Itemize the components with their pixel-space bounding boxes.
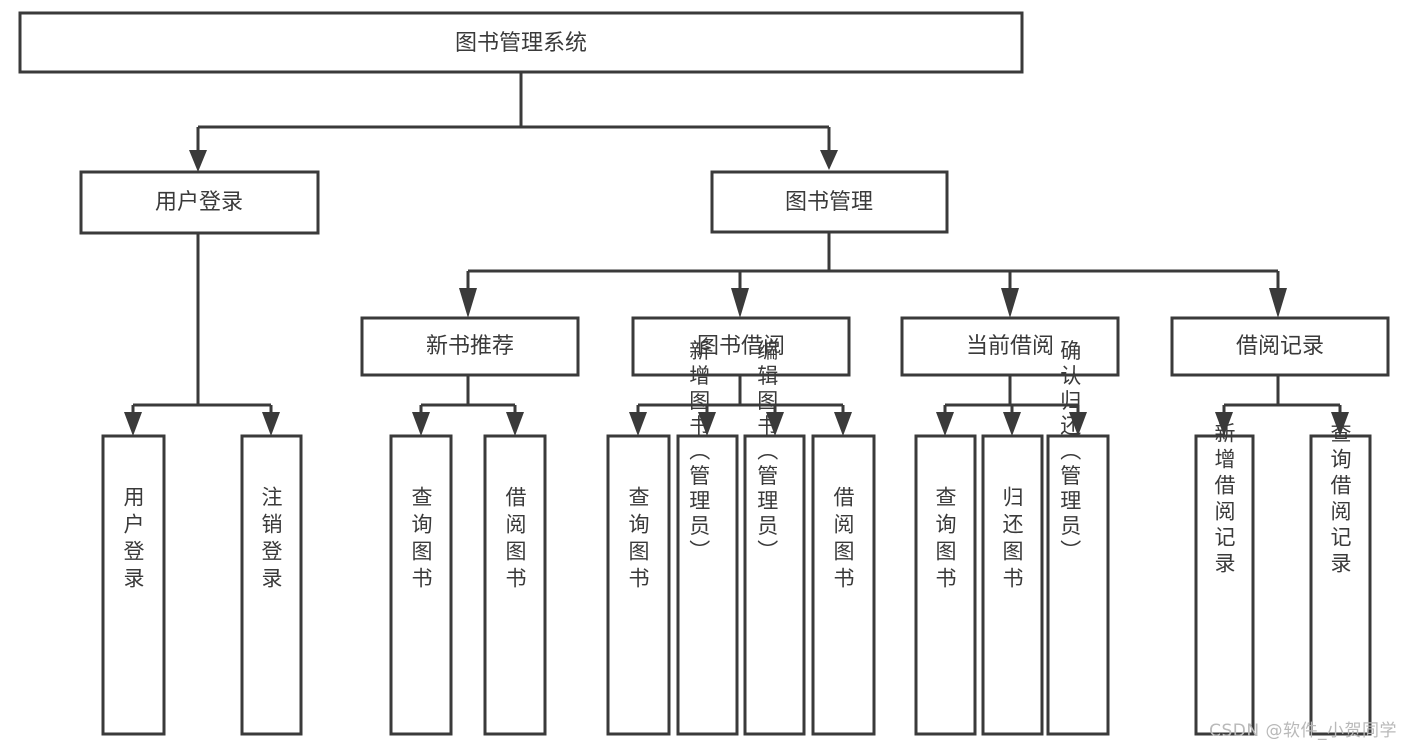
- leaf-borrow-book-borrow[interactable]: 借阅图书: [811, 434, 876, 736]
- arrow-leaf-add-book: [698, 412, 716, 436]
- arrow-leaf-borrow-book-1: [506, 412, 524, 436]
- leaf-borrow-book-newbook-label: 借阅图书: [503, 486, 527, 594]
- arrow-leaf-confirm-return: [1069, 412, 1087, 436]
- leaf-add-borrow-record-label: 新增借阅记录: [1212, 422, 1236, 578]
- leaf-logout-box[interactable]: [240, 434, 303, 736]
- arrow-to-current-borrow: [1001, 288, 1019, 318]
- arrow-leaf-query-book-3: [936, 412, 954, 436]
- arrow-leaf-borrow-book-2: [834, 412, 852, 436]
- node-user-login-label: 用户登录: [155, 190, 243, 215]
- arrow-leaf-logout: [262, 412, 280, 436]
- csdn-watermark: CSDN @软件_小贺同学: [1209, 721, 1397, 741]
- leaf-add-book-box[interactable]: [676, 434, 739, 736]
- leaf-confirm-return-box[interactable]: [1046, 434, 1110, 736]
- leaf-query-book-current[interactable]: 查询图书: [914, 434, 977, 736]
- arrow-to-book-mgmt: [820, 150, 838, 170]
- node-book-management[interactable]: 图书管理: [710, 170, 949, 234]
- leaf-return-book-box[interactable]: [981, 434, 1044, 736]
- node-book-management-box[interactable]: [710, 170, 949, 234]
- node-root-box[interactable]: [18, 11, 1024, 74]
- leaf-borrow-book-newbook-box[interactable]: [483, 434, 547, 736]
- node-root-label: 图书管理系统: [455, 31, 587, 56]
- arrow-leaf-user-login: [124, 412, 142, 436]
- leaf-query-book-current-box[interactable]: [914, 434, 977, 736]
- leaf-user-login-label: 用户登录: [121, 486, 145, 594]
- arrow-leaf-query-record: [1331, 412, 1349, 436]
- leaf-query-borrow-record-label: 查询借阅记录: [1328, 422, 1352, 578]
- leaf-query-book-borrow[interactable]: 查询图书: [606, 434, 671, 736]
- leaf-borrow-book-borrow-label: 借阅图书: [831, 486, 855, 594]
- node-current-borrow-box[interactable]: [900, 316, 1120, 377]
- leaf-logout[interactable]: 注销登录: [240, 434, 303, 736]
- leaf-borrow-book-borrow-box[interactable]: [811, 434, 876, 736]
- node-borrow-record-box[interactable]: [1170, 316, 1390, 377]
- leaf-add-book[interactable]: 新增图书（管理员）: [676, 340, 739, 736]
- arrow-leaf-add-record: [1215, 412, 1233, 436]
- node-book-management-label: 图书管理: [785, 190, 873, 215]
- node-book-borrow[interactable]: 图书借阅: [631, 316, 851, 377]
- node-user-login-box[interactable]: [79, 170, 320, 235]
- arrow-leaf-query-book-2: [629, 412, 647, 436]
- leaf-query-book-newbook-label: 查询图书: [409, 486, 433, 594]
- leaf-query-borrow-record[interactable]: 查询借阅记录: [1309, 422, 1372, 736]
- leaf-edit-book-box[interactable]: [743, 434, 806, 736]
- arrow-leaf-query-book-1: [412, 412, 430, 436]
- leaf-add-borrow-record-box[interactable]: [1194, 434, 1255, 736]
- leaf-query-book-newbook-box[interactable]: [389, 434, 453, 736]
- leaf-user-login-box[interactable]: [101, 434, 166, 736]
- node-new-book-recommend[interactable]: 新书推荐: [360, 316, 580, 377]
- arrow-to-user-login: [189, 150, 207, 172]
- leaf-confirm-return-label: 确认归还（管理员）: [1058, 340, 1082, 565]
- arrow-to-new-book: [459, 288, 477, 318]
- node-current-borrow-label: 当前借阅: [966, 334, 1054, 359]
- leaf-confirm-return[interactable]: 确认归还（管理员）: [1046, 340, 1110, 736]
- leaf-edit-book[interactable]: 编辑图书（管理员）: [743, 340, 806, 736]
- node-new-book-recommend-label: 新书推荐: [426, 334, 514, 359]
- leaf-query-book-current-label: 查询图书: [933, 486, 957, 594]
- leaf-add-book-label: 新增图书（管理员）: [687, 340, 711, 565]
- leaf-return-book[interactable]: 归还图书: [981, 434, 1044, 736]
- node-current-borrow[interactable]: 当前借阅: [900, 316, 1120, 377]
- arrow-leaf-edit-book: [766, 412, 784, 436]
- leaf-query-book-borrow-label: 查询图书: [626, 486, 650, 594]
- arrow-to-borrow-record: [1269, 288, 1287, 318]
- node-book-borrow-box[interactable]: [631, 316, 851, 377]
- leaf-add-borrow-record[interactable]: 新增借阅记录: [1194, 422, 1255, 736]
- leaf-logout-label: 注销登录: [259, 486, 283, 594]
- arrow-leaf-return-book: [1003, 412, 1021, 436]
- node-book-borrow-label: 图书借阅: [697, 334, 785, 359]
- leaf-return-book-label: 归还图书: [1000, 486, 1024, 594]
- connector-layer: [124, 72, 1349, 436]
- node-root-system[interactable]: 图书管理系统: [18, 11, 1024, 74]
- node-borrow-record-label: 借阅记录: [1236, 334, 1324, 359]
- leaf-edit-book-label: 编辑图书（管理员）: [755, 340, 779, 565]
- node-new-book-recommend-box[interactable]: [360, 316, 580, 377]
- node-borrow-record[interactable]: 借阅记录: [1170, 316, 1390, 377]
- leaf-borrow-book-newbook[interactable]: 借阅图书: [483, 434, 547, 736]
- leaf-query-borrow-record-box[interactable]: [1309, 434, 1372, 736]
- leaf-user-login[interactable]: 用户登录: [101, 434, 166, 736]
- node-user-login[interactable]: 用户登录: [79, 170, 320, 235]
- arrow-to-book-borrow: [731, 288, 749, 318]
- leaf-query-book-newbook[interactable]: 查询图书: [389, 434, 453, 736]
- leaf-query-book-borrow-box[interactable]: [606, 434, 671, 736]
